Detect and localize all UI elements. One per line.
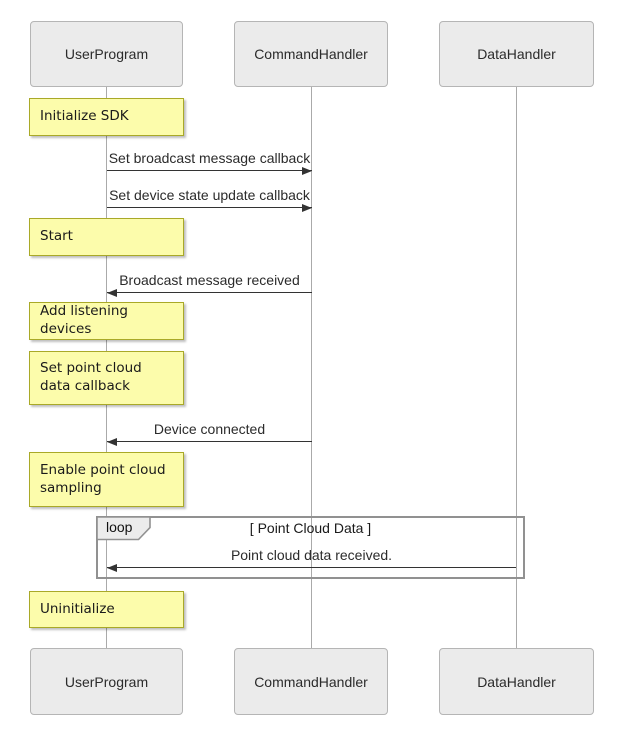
note-initialize-sdk: Initialize SDK	[29, 98, 184, 136]
arrowhead-left-icon	[107, 288, 117, 297]
participant-box-datahandler-top: DataHandler	[439, 21, 594, 87]
participant-label: CommandHandler	[254, 673, 368, 690]
message-label: Set broadcast message callback	[108, 150, 311, 166]
participant-label: CommandHandler	[254, 46, 368, 62]
message-label: Device connected	[153, 421, 266, 437]
note-start: Start	[29, 218, 184, 256]
lifeline-datahandler	[516, 87, 517, 648]
note-label: Initialize SDK	[40, 108, 129, 125]
loop-condition-label: [ Point Cloud Data ]	[249, 520, 372, 536]
message-label: Point cloud data received.	[230, 547, 393, 563]
message-device-connected: Device connected	[107, 421, 312, 446]
message-label: Set device state update callback	[109, 187, 310, 203]
note-label: Set point cloud data callback	[40, 360, 142, 394]
lifeline-commandhandler	[311, 87, 312, 648]
loop-fragment-box	[96, 516, 525, 579]
participant-box-userprogram-bottom: UserProgram	[30, 648, 183, 715]
message-arrow-line	[107, 203, 312, 212]
participant-label: DataHandler	[477, 673, 556, 690]
message-label: Broadcast message received	[119, 272, 300, 288]
loop-keyword: loop	[106, 519, 133, 535]
arrowhead-left-icon	[107, 563, 117, 572]
note-enable-point-cloud-sampling: Enable point cloud sampling	[29, 452, 184, 507]
message-arrow-line	[107, 563, 516, 572]
message-point-cloud-data-received: Point cloud data received.	[107, 547, 516, 572]
note-label: Start	[40, 228, 73, 245]
loop-label-tab: loop	[96, 516, 152, 541]
note-label: Uninitialize	[40, 600, 115, 617]
arrowhead-right-icon	[302, 166, 312, 175]
participant-box-commandhandler-top: CommandHandler	[234, 21, 388, 87]
participant-label: UserProgram	[64, 46, 149, 62]
arrowhead-right-icon	[302, 203, 312, 212]
message-arrow-line	[107, 437, 312, 446]
message-set-device-state-update-callback: Set device state update callback	[107, 187, 312, 212]
note-label: Enable point cloud sampling	[40, 461, 166, 496]
note-set-point-cloud-data-callback: Set point cloud data callback	[29, 351, 184, 405]
note-uninitialize: Uninitialize	[29, 591, 184, 628]
note-add-listening-devices: Add listening devices	[29, 302, 184, 340]
participant-label: UserProgram	[64, 673, 149, 690]
message-arrow-line	[107, 166, 312, 175]
note-label: Add listening devices	[40, 303, 128, 337]
message-broadcast-message-received: Broadcast message received	[107, 272, 312, 297]
arrowhead-left-icon	[107, 437, 117, 446]
message-arrow-line	[107, 288, 312, 297]
participant-box-userprogram-top: UserProgram	[30, 21, 183, 87]
message-set-broadcast-message-callback: Set broadcast message callback	[107, 150, 312, 175]
loop-tab-shape-icon	[96, 516, 151, 541]
participant-label: DataHandler	[477, 46, 556, 62]
participant-box-commandhandler-bottom: CommandHandler	[234, 648, 388, 715]
participant-box-datahandler-bottom: DataHandler	[439, 648, 594, 715]
